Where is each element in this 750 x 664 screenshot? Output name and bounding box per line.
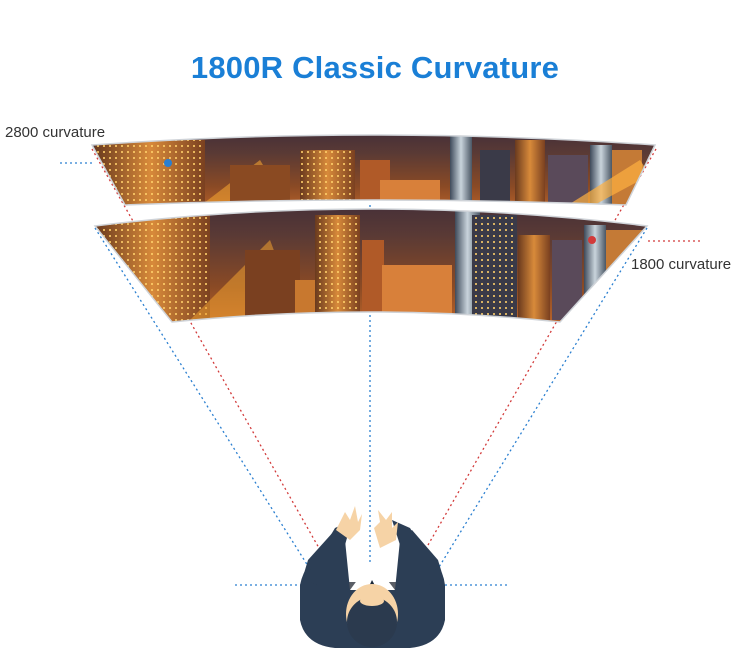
person-top-view-icon: [300, 506, 445, 648]
curved-monitor-1800-icon: [80, 185, 670, 330]
right-hand-icon: [374, 510, 398, 548]
